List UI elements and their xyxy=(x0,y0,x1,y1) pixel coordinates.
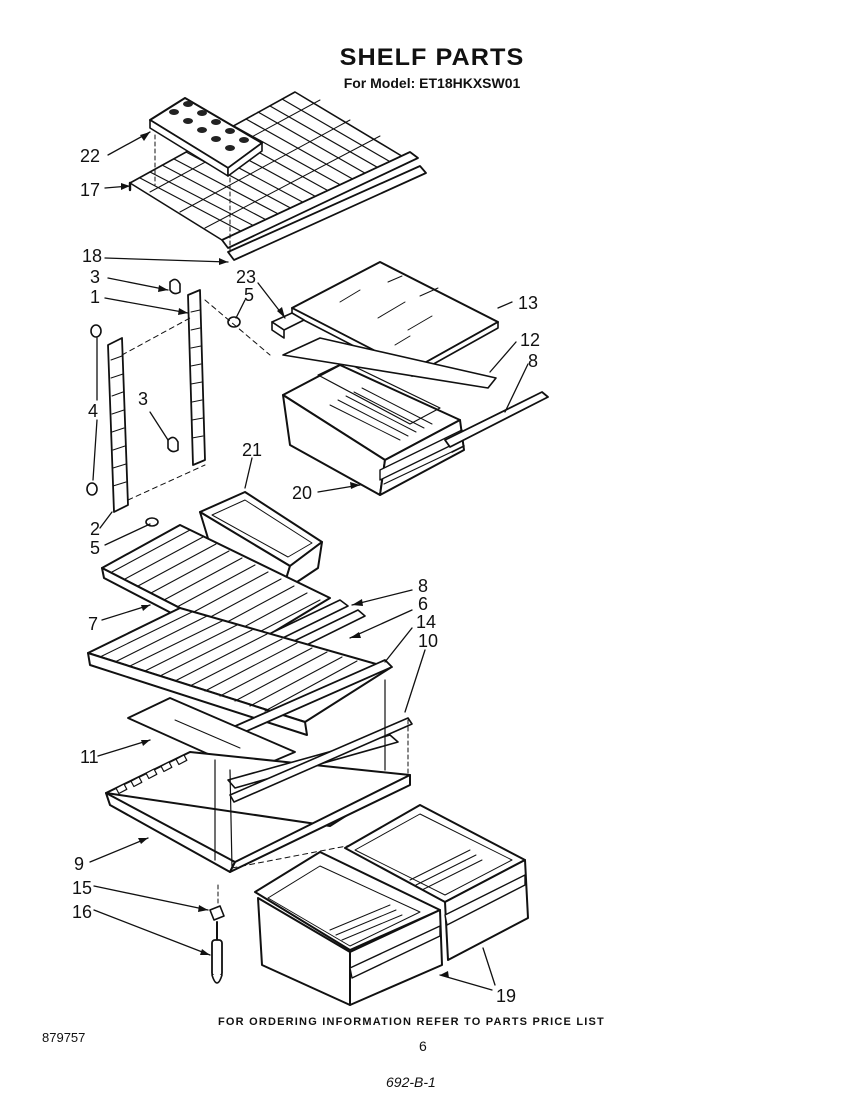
freezer-basket xyxy=(283,362,464,495)
callout-18: 18 xyxy=(82,246,103,266)
callout-13: 13 xyxy=(518,293,539,313)
shelf-ladder-right xyxy=(188,290,205,465)
document-number: 879757 xyxy=(42,1030,86,1045)
callout-10: 10 xyxy=(418,631,439,651)
callout-16: 16 xyxy=(72,902,93,922)
callout-20: 20 xyxy=(292,483,313,503)
wire-freezer-shelf xyxy=(130,92,426,260)
callout-11: 11 xyxy=(80,747,99,767)
callout-22: 22 xyxy=(80,146,101,166)
crisper-drawer-right xyxy=(345,805,528,960)
callout-3-lower: 3 xyxy=(138,389,149,409)
callout-5-lower: 5 xyxy=(90,538,101,558)
callout-2: 2 xyxy=(90,519,101,539)
callout-3-upper: 3 xyxy=(90,267,101,287)
ladder-hidden-lines xyxy=(122,300,270,500)
shelf-ladder-left xyxy=(108,338,128,512)
callout-12: 12 xyxy=(520,330,541,350)
crisper-cover-frame xyxy=(106,680,430,905)
handwritten-code: 692-B-1 xyxy=(386,1074,436,1090)
ice-cube-tray xyxy=(150,98,262,255)
callout-19: 19 xyxy=(496,986,517,1006)
page-title: SHELF PARTS xyxy=(339,44,525,71)
callout-23: 23 xyxy=(236,267,257,287)
glass-shelf-spacer xyxy=(272,313,304,338)
callout-7: 7 xyxy=(88,614,99,634)
crisper-drawer-left xyxy=(255,852,442,1005)
freezer-basket-rail-left xyxy=(283,338,496,388)
model-subtitle: For Model: ET18HKXSW01 xyxy=(343,75,521,91)
leader-lines xyxy=(90,132,528,990)
callout-5-upper: 5 xyxy=(244,285,255,305)
callout-21: 21 xyxy=(242,440,263,460)
leader-arrowheads xyxy=(121,132,449,978)
leveling-leg xyxy=(210,906,224,983)
freezer-rail-long xyxy=(445,392,548,452)
callout-8-upper: 8 xyxy=(528,351,539,371)
page-number: 6 xyxy=(419,1038,427,1054)
callout-4: 4 xyxy=(88,401,99,421)
callout-8-lower: 8 xyxy=(418,576,429,596)
callout-17: 17 xyxy=(80,180,101,200)
callout-1: 1 xyxy=(90,287,101,307)
ordering-note: FOR ORDERING INFORMATION REFER TO PARTS … xyxy=(218,1016,605,1028)
callout-6: 6 xyxy=(418,594,429,614)
callout-15: 15 xyxy=(72,878,93,898)
callout-14: 14 xyxy=(416,612,437,632)
callout-9: 9 xyxy=(74,854,85,874)
